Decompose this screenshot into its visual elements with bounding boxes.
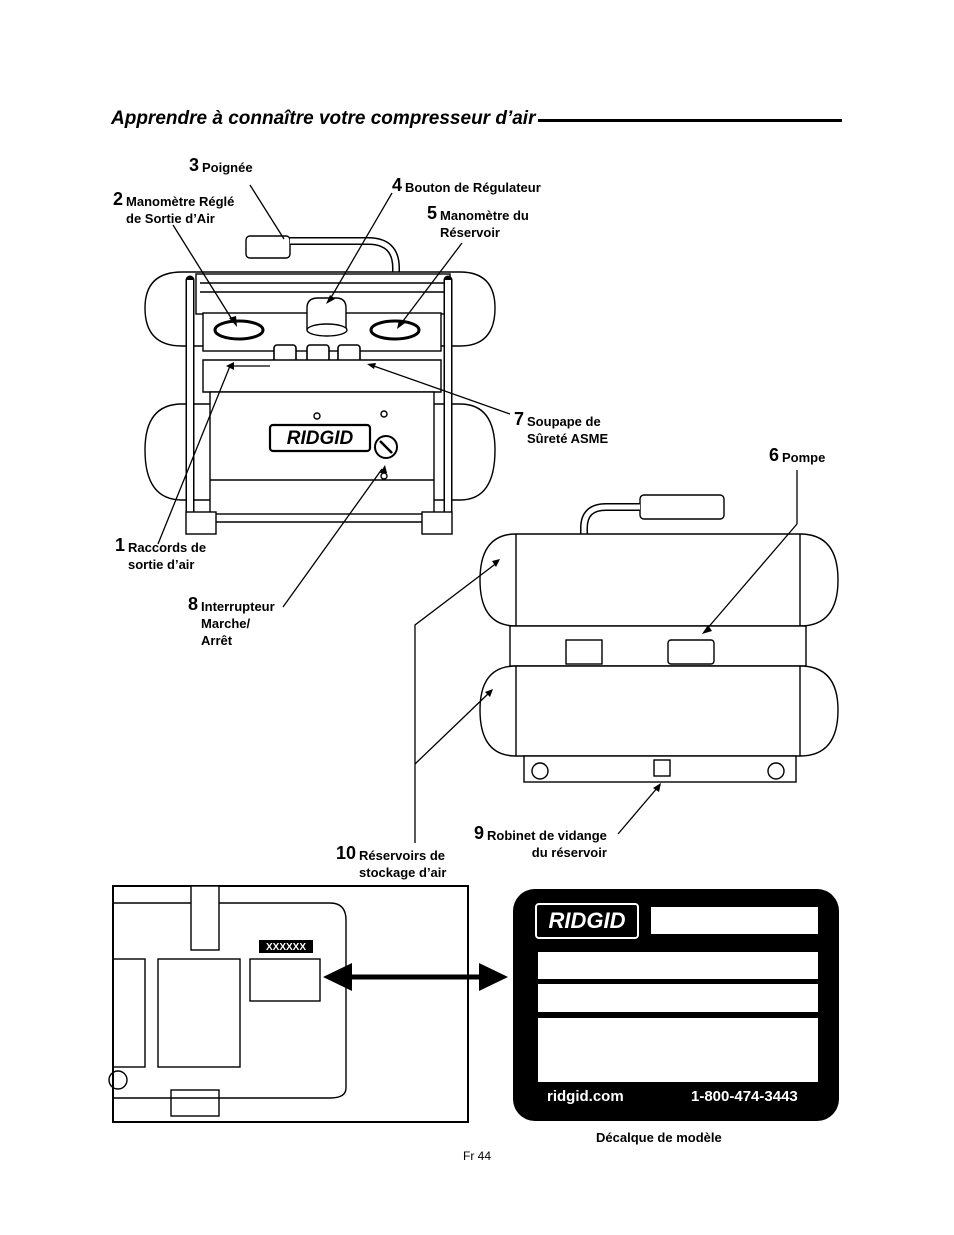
- drain-valve: [653, 759, 671, 777]
- serial-tag-text: XXXXXX: [266, 942, 306, 953]
- leader-lines: [157, 184, 798, 843]
- decal-field-2: [538, 984, 818, 1012]
- decal-field-model: [651, 907, 818, 934]
- decal-inset: [112, 885, 469, 1123]
- handle-grip: [245, 235, 291, 259]
- side-handle: [639, 494, 725, 520]
- pump: [667, 639, 715, 665]
- ridgid-logo: RIDGID: [535, 903, 639, 939]
- section-title: Apprendre à connaître votre compresseur …: [111, 108, 536, 129]
- double-arrow: [323, 963, 508, 991]
- decal-caption: Décalque de modèle: [596, 1130, 722, 1145]
- side-lower-tank: [479, 665, 839, 757]
- on-off-switch: [374, 435, 398, 459]
- side-upper-tank: [479, 533, 839, 627]
- decal-phone: 1-800-474-3443: [691, 1088, 798, 1105]
- decal-field-3: [538, 1018, 818, 1082]
- pump-area: [509, 625, 807, 667]
- motor-shroud: [209, 391, 435, 515]
- decal-website: ridgid.com: [547, 1088, 624, 1105]
- decal-field-1: [538, 952, 818, 979]
- model-decal: RIDGID ridgid.com 1-800-474-3443: [513, 889, 839, 1121]
- page-number: Fr 44: [463, 1149, 492, 1163]
- serial-tag: [259, 940, 313, 953]
- ridgid-logo-front: [268, 423, 372, 453]
- title-rule: [538, 119, 842, 122]
- front-logo-text: RIDGID: [287, 428, 354, 449]
